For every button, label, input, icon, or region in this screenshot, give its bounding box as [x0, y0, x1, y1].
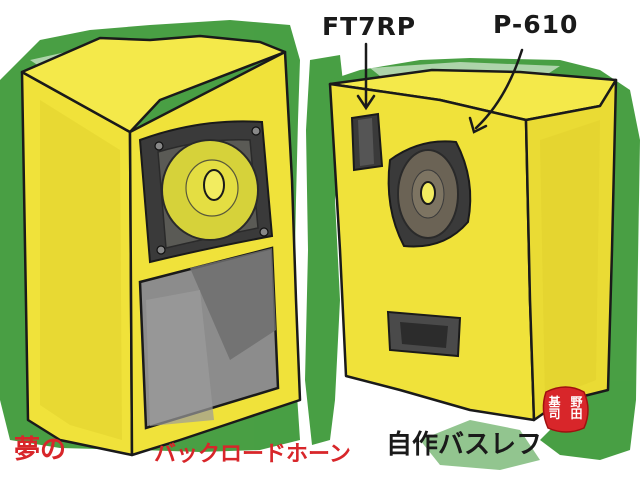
bass-reflex-cabinet	[328, 68, 618, 422]
seal-character: 基	[548, 395, 560, 409]
seal-stamp: 基野司田	[543, 386, 587, 430]
seal-character: 野	[570, 395, 582, 409]
seal-character: 田	[570, 407, 582, 421]
arrow-to-tweeter-head	[356, 94, 376, 111]
seal-character: 司	[548, 407, 560, 421]
seal-text: 基野司田	[543, 396, 587, 420]
tweeter-label: FT7RP	[322, 12, 417, 41]
arrow-to-woofer-head	[468, 116, 488, 134]
artist-seal	[542, 386, 589, 433]
backload-horn-cabinet	[20, 34, 302, 457]
caption-homemade-bass-reflex: 自作バスレフ	[386, 430, 543, 460]
caption-dream: 夢の	[14, 435, 67, 465]
annotation-arrows	[356, 42, 524, 134]
caption-backload-horn: バックロードホーン	[154, 442, 351, 467]
woofer-label: P-610	[493, 10, 579, 39]
arrow-to-woofer	[474, 48, 524, 130]
